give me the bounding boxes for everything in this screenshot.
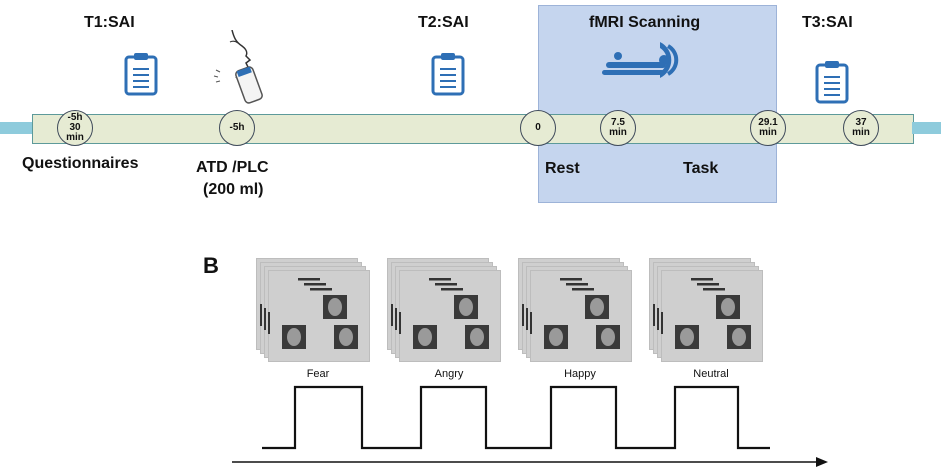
instruction-strip	[566, 283, 588, 286]
instruction-strip	[298, 278, 320, 281]
side-strip	[395, 308, 397, 330]
task-label: Task	[683, 160, 719, 177]
timeline-arrow-left	[0, 122, 34, 134]
side-strip	[268, 312, 270, 334]
face-shape	[287, 328, 301, 346]
clipboard-icon	[431, 53, 465, 96]
t2-label: T2:SAI	[418, 14, 469, 31]
time-marker: -5h	[219, 110, 255, 146]
instruction-strip	[691, 278, 713, 281]
side-strip	[530, 312, 532, 334]
instruction-strip	[572, 288, 594, 291]
side-strip	[391, 304, 393, 326]
questionnaires-label: Questionnaires	[22, 155, 139, 172]
face-shape	[470, 328, 484, 346]
time-marker: -5h 30 min	[57, 110, 93, 146]
instruction-strip	[310, 288, 332, 291]
face-shape	[328, 298, 342, 316]
time-marker: 7.5 min	[600, 110, 636, 146]
side-strip	[260, 304, 262, 326]
side-strip	[264, 308, 266, 330]
side-strip	[661, 312, 663, 334]
clipboard-icon	[815, 61, 849, 104]
timeline-arrow-right	[912, 122, 941, 134]
mri-scanner-icon	[602, 42, 679, 78]
side-strip	[399, 312, 401, 334]
face-shape	[459, 298, 473, 316]
fmri-scanning-title: fMRI Scanning	[589, 14, 701, 31]
face-shape	[549, 328, 563, 346]
condition-label-neutral: Neutral	[693, 368, 729, 380]
fmri-scanning-block	[538, 5, 777, 203]
side-strip	[526, 308, 528, 330]
condition-label-fear: Fear	[306, 368, 330, 380]
face-shape	[418, 328, 432, 346]
instruction-strip	[429, 278, 451, 281]
panel-b-label: B	[203, 253, 219, 278]
t3-label: T3:SAI	[802, 14, 853, 31]
instruction-strip	[697, 283, 719, 286]
time-marker: 0	[520, 110, 556, 146]
instruction-strip	[304, 283, 326, 286]
face-shape	[590, 298, 604, 316]
time-axis-arrowhead	[816, 457, 828, 467]
t1-label: T1:SAI	[84, 14, 135, 31]
clipboard-icon	[124, 53, 158, 96]
rest-label: Rest	[545, 160, 580, 177]
face-shape	[721, 298, 735, 316]
face-shape	[680, 328, 694, 346]
side-strip	[522, 304, 524, 326]
instruction-strip	[560, 278, 582, 281]
condition-label-happy: Happy	[564, 368, 596, 380]
face-shape	[601, 328, 615, 346]
time-marker: 37 min	[843, 110, 879, 146]
face-shape	[732, 328, 746, 346]
face-shape	[339, 328, 353, 346]
time-marker: 29.1 min	[750, 110, 786, 146]
drink-volume-label: (200 ml)	[203, 181, 264, 198]
side-strip	[657, 308, 659, 330]
instruction-strip	[435, 283, 457, 286]
drink-label: ATD /PLC	[196, 159, 269, 176]
side-strip	[653, 304, 655, 326]
instruction-strip	[703, 288, 725, 291]
drink-icon	[213, 30, 263, 104]
instruction-strip	[441, 288, 463, 291]
condition-label-angry: Angry	[434, 368, 464, 380]
